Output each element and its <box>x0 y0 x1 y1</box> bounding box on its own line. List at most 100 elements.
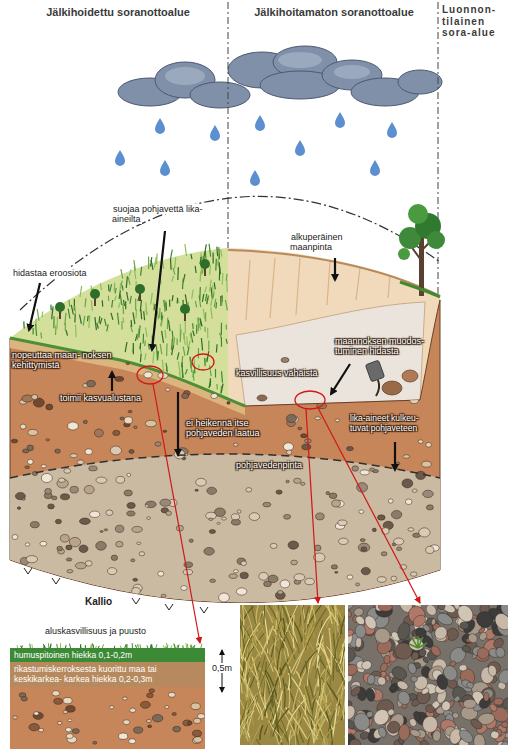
grass-blade <box>198 348 199 359</box>
stone <box>335 571 338 573</box>
grass-blade <box>95 317 97 330</box>
grass-stroke <box>335 695 339 710</box>
grass-blade <box>216 384 218 390</box>
grass-blade <box>190 334 191 340</box>
stone <box>75 563 86 569</box>
grass-blade <box>143 334 145 344</box>
grass-blade <box>177 352 179 359</box>
pebble <box>407 662 418 675</box>
stone <box>408 528 414 532</box>
band-text: rikastumiskerroksesta kuorittu maa tai k… <box>14 664 201 684</box>
grass-stroke <box>276 717 294 745</box>
grass-stroke <box>293 667 307 712</box>
pebble <box>396 621 412 641</box>
stone <box>426 505 433 510</box>
grass-blade <box>148 257 149 270</box>
stone <box>161 594 166 597</box>
stone <box>34 712 39 716</box>
grass-blade <box>185 294 187 304</box>
stone <box>145 501 156 508</box>
stone <box>288 541 299 549</box>
stone <box>66 558 72 561</box>
label-holder: suojaa pohjavettä lika-aineilta <box>112 204 204 225</box>
grass-blade <box>200 318 201 326</box>
grass-blade <box>23 321 25 328</box>
pebble <box>396 689 412 706</box>
grass-stroke <box>240 648 242 693</box>
stone <box>67 570 73 573</box>
stone <box>20 424 26 429</box>
grass-blade <box>226 280 228 293</box>
grass-blade <box>157 352 159 360</box>
pebble <box>359 730 370 740</box>
stone <box>237 510 241 513</box>
stone <box>360 539 365 542</box>
stone <box>28 429 38 435</box>
grass-stroke <box>263 662 266 697</box>
grass-stroke <box>253 634 273 672</box>
grass-stroke <box>267 605 281 638</box>
grass-blade <box>87 316 89 322</box>
grass-stroke <box>340 605 345 638</box>
grass-stroke <box>240 711 254 745</box>
grass-blade <box>157 351 159 360</box>
label-holder: Luonnon- tilainen sora-alue <box>442 4 510 39</box>
stone <box>45 488 52 494</box>
grass-blade <box>154 304 155 310</box>
stone <box>189 539 193 542</box>
stone <box>207 487 217 494</box>
stone <box>283 443 293 451</box>
stone <box>89 466 98 471</box>
stone <box>219 593 230 602</box>
stone <box>347 447 354 451</box>
stone <box>127 511 135 516</box>
grass-stroke <box>260 725 263 740</box>
stone <box>126 363 129 365</box>
pebble <box>348 662 360 678</box>
pebble <box>466 681 475 689</box>
label-holder: ei heikennä itse pohjaveden laatua <box>186 418 266 439</box>
stone <box>361 547 367 551</box>
stone <box>113 430 120 435</box>
grass-stroke <box>305 609 326 650</box>
grass-blade <box>165 300 166 311</box>
stone <box>111 555 117 560</box>
grass-blade <box>143 311 145 320</box>
grass-blade <box>52 306 54 319</box>
grass-blade <box>41 312 43 318</box>
pebble <box>360 659 373 671</box>
stone <box>41 473 52 482</box>
stone <box>46 439 50 441</box>
stone <box>96 541 107 550</box>
pebble <box>469 717 484 731</box>
stone <box>104 529 108 531</box>
text-label: Luonnon- tilainen sora-alue <box>442 4 496 38</box>
text-label: toimii kasvualustana <box>60 393 141 403</box>
grass-blade <box>160 344 162 354</box>
stone <box>130 708 136 712</box>
stone <box>66 545 72 550</box>
stone <box>396 462 399 465</box>
stone <box>391 576 397 581</box>
pebble <box>431 618 436 625</box>
stone <box>221 517 226 520</box>
grass-blade <box>137 328 139 340</box>
grass-stroke <box>328 605 341 636</box>
stone <box>209 530 215 534</box>
stone <box>194 737 202 743</box>
pebble <box>499 605 508 618</box>
soil-band: humuspitoinen hiekka 0,1-0,2m <box>10 648 205 662</box>
stone <box>119 733 128 739</box>
grass-blade <box>125 342 127 352</box>
stone <box>25 543 30 546</box>
grass-blade <box>192 290 194 299</box>
grass-blade <box>205 312 206 321</box>
grass-blade <box>40 332 42 338</box>
grass-stroke <box>254 630 256 646</box>
grass-blade <box>108 296 110 301</box>
stone <box>22 498 25 500</box>
stone <box>145 420 156 427</box>
grass-blade <box>221 384 223 393</box>
grass-blade <box>167 318 169 329</box>
grass-blade <box>221 298 222 306</box>
